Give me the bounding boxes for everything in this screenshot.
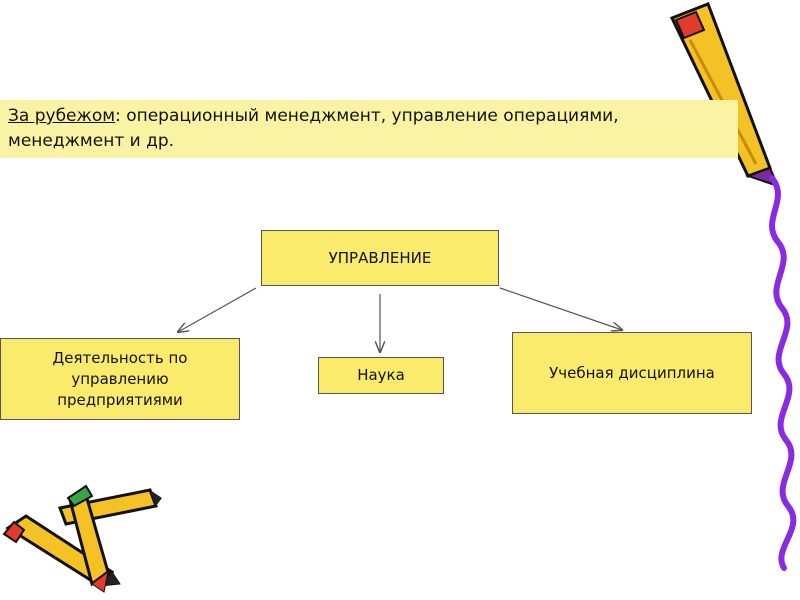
root-node: УПРАВЛЕНИЕ bbox=[261, 230, 499, 286]
banner-text-1: : операционный менеджмент, управление оп… bbox=[115, 106, 619, 126]
wavy-ribbon-icon bbox=[769, 175, 797, 571]
node-activity-line-3: предприятиями bbox=[57, 390, 183, 409]
node-science-label: Наука bbox=[357, 366, 405, 384]
node-activity: Деятельность по управлению предприятиями bbox=[0, 338, 240, 420]
root-node-label: УПРАВЛЕНИЕ bbox=[328, 248, 432, 267]
arrow-to-activity bbox=[178, 287, 257, 332]
node-discipline: Учебная дисциплина bbox=[512, 332, 752, 414]
arrow-to-discipline bbox=[499, 287, 622, 330]
node-activity-line-2: управлению bbox=[71, 369, 169, 388]
node-discipline-label: Учебная дисциплина bbox=[549, 363, 715, 382]
header-banner: За рубежом: операционный менеджмент, упр… bbox=[0, 100, 738, 158]
banner-line-2: менеджмент и др. bbox=[8, 131, 175, 151]
banner-line-1: За рубежом: операционный менеджмент, упр… bbox=[8, 104, 730, 129]
node-science: Наука bbox=[318, 357, 444, 394]
banner-label: За рубежом bbox=[8, 106, 116, 126]
node-activity-line-1: Деятельность по bbox=[52, 348, 188, 367]
pencils-icon bbox=[2, 484, 162, 593]
